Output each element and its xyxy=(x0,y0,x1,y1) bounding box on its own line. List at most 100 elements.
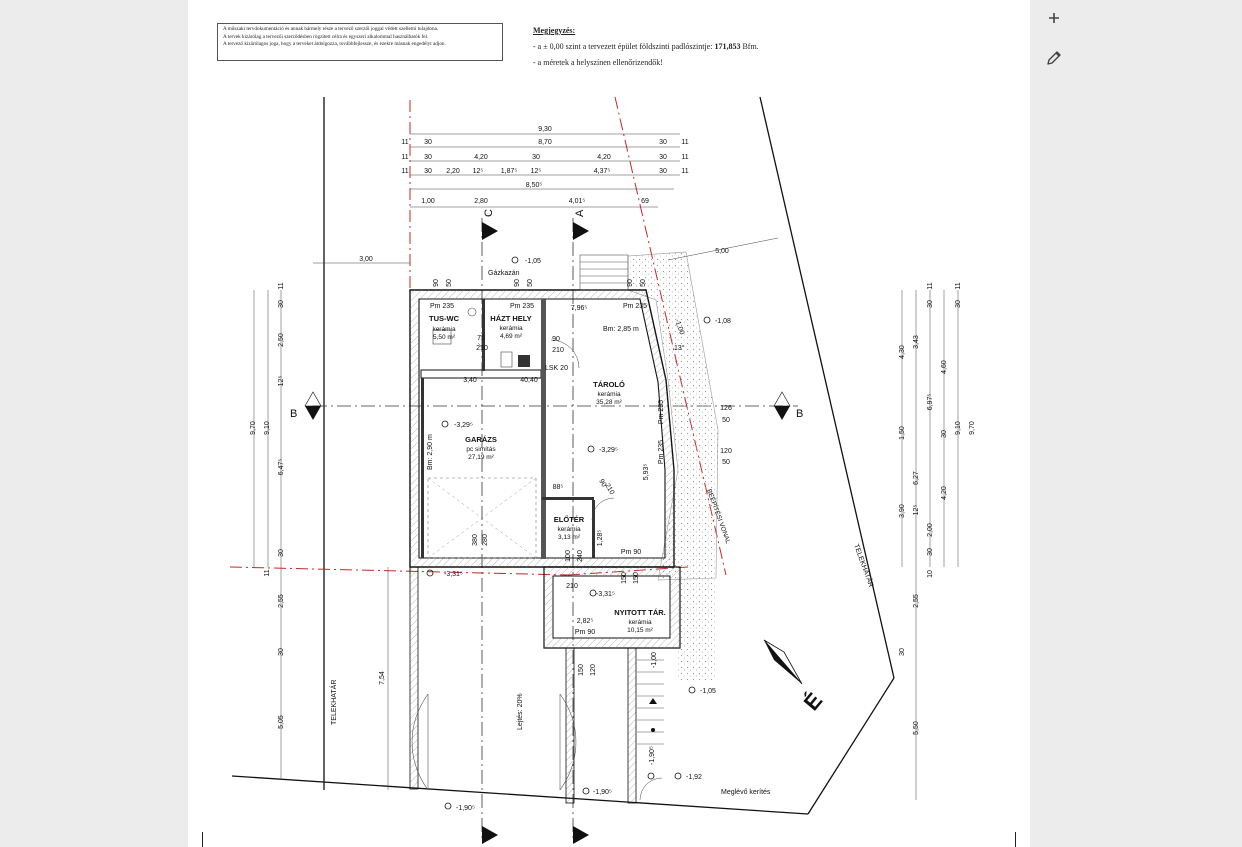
room-garazs-finish: pc simítás xyxy=(466,446,496,453)
dim: 11 xyxy=(955,282,962,289)
dim: 11 xyxy=(278,282,285,289)
room-hazt-hely-area: 4,69 m² xyxy=(500,333,523,340)
dim: 4,20 xyxy=(474,154,488,161)
section-marker-a xyxy=(573,222,589,240)
dim: 11 xyxy=(681,168,688,175)
dim: 5,05 xyxy=(278,715,285,729)
room-nyitott-tar-area: 10,15 m² xyxy=(627,627,653,634)
dim: 5,50 xyxy=(913,721,920,735)
dim-total-930: 9,30 xyxy=(538,126,552,133)
dim: 50 xyxy=(527,279,534,287)
dim: 150 xyxy=(578,664,585,676)
dim: 3,43 xyxy=(913,335,920,349)
dim: 380 xyxy=(472,534,479,546)
level-6: -3,31⁵ xyxy=(444,571,463,578)
dim: 30 xyxy=(927,300,934,308)
dim: 3,40 xyxy=(463,377,477,384)
dim: 30 xyxy=(659,139,667,146)
notes-line-2: - a méretek a helyszínen ellenőrizendők! xyxy=(533,58,663,67)
top-dimensions: 9,30 11 30 8,70 30 11 11 30 4,20 30 4,20… xyxy=(401,126,688,205)
level-4: -3,29⁵ xyxy=(454,422,473,429)
dim: 75 xyxy=(477,335,485,342)
dim: 210 xyxy=(603,482,615,496)
level-5: -3,29⁵ xyxy=(599,447,618,454)
dim: 90 xyxy=(433,279,440,287)
room-tus-wc-finish: kerámia xyxy=(432,326,456,333)
dim: 280 xyxy=(482,534,489,546)
svg-text:É: É xyxy=(799,688,828,715)
copyright-line-1: A műszaki tervdokumentáció és annak bárm… xyxy=(223,26,439,32)
level-13: -1,90⁵ xyxy=(456,805,475,812)
dim: 50 xyxy=(446,279,453,287)
room-eloter-finish: kerámia xyxy=(557,526,581,533)
dim: 12⁵ xyxy=(913,505,920,516)
dim: 1,50 xyxy=(899,426,906,440)
dim: 3,00 xyxy=(359,256,373,263)
right-dimensions: 4,30 3,43 6,97⁵ 4,60 1,50 6,27 30 9,10 9… xyxy=(899,282,976,735)
dim: 40,40 xyxy=(520,377,538,384)
dim: 9,70 xyxy=(250,421,257,435)
dim: 120 xyxy=(590,664,597,676)
room-tarolo-name: TÁROLÓ xyxy=(593,380,625,389)
dim: 2,80 xyxy=(474,198,488,205)
dim: 30 xyxy=(424,154,432,161)
dim: 88⁵ xyxy=(553,484,564,491)
level-2: -1,08 xyxy=(715,318,731,325)
dim: 4,30 xyxy=(899,345,906,359)
dim: Pm 235 xyxy=(658,440,665,464)
dim: 4,37⁵ xyxy=(594,168,611,175)
dim: 210 xyxy=(566,583,578,590)
dim: 5,00 xyxy=(715,248,729,255)
floor-plan: É TUS-WC kerámia 5,50 m² HÁZT HELY kerám… xyxy=(229,96,976,844)
left-dimensions: 11 30 2,50 12⁵ 6,47⁵ 9,10 9,70 30 11 2,5… xyxy=(250,282,386,729)
section-b-left-label: B xyxy=(290,408,297,420)
dim: 4,60 xyxy=(941,360,948,374)
label-gazkazan: Gázkazán xyxy=(488,270,520,277)
boundary-bottom xyxy=(231,775,809,815)
dim: 11 xyxy=(681,154,688,161)
page-edge-right xyxy=(1015,832,1016,847)
dim: 30 xyxy=(278,549,285,557)
room-garazs-name: GARÁZS xyxy=(465,435,497,444)
dim: 8,70 xyxy=(538,139,552,146)
drawing-sheet: É TUS-WC kerámia 5,50 m² HÁZT HELY kerám… xyxy=(188,0,1030,847)
section-marker-b-left xyxy=(304,391,322,420)
dim: 90 xyxy=(627,279,634,287)
copyright-line-3: A tervező kizárólagos joga, hogy a terve… xyxy=(223,41,446,48)
label-meglevo-kerites: Meglévő kerítés xyxy=(721,789,771,796)
dim: 150 xyxy=(633,572,640,584)
level-12: -1,90⁵ xyxy=(593,789,612,796)
dim: 11 xyxy=(401,154,408,161)
dim: 11 xyxy=(401,168,408,175)
room-tus-wc-name: TUS-WC xyxy=(429,314,460,323)
dim: 1,87⁵ xyxy=(501,168,518,175)
section-marker-a-bottom xyxy=(573,826,589,844)
dim: 126 xyxy=(720,405,732,412)
dim: 7,96⁵ xyxy=(571,305,588,312)
level-8: -1,00 xyxy=(651,652,658,668)
dim: 90 xyxy=(514,279,521,287)
copyright-notice: A műszaki tervdokumentáció és annak bárm… xyxy=(217,23,503,61)
dim: Pm 235 xyxy=(510,303,534,310)
edit-button[interactable] xyxy=(1044,48,1064,68)
dim: 50 xyxy=(640,279,647,287)
add-button[interactable] xyxy=(1044,8,1064,28)
dim: 30 xyxy=(659,168,667,175)
dim: 6,97⁵ xyxy=(927,394,934,411)
dim: 4,20 xyxy=(597,154,611,161)
notes-line-1-prefix: - a ± 0,00 szint a tervezett épület föld… xyxy=(533,42,715,51)
dim: 9,70 xyxy=(969,421,976,435)
copyright-line-2: A tervek kizárólag a tervezői szerződésb… xyxy=(223,33,429,40)
dim: 2,82⁵ xyxy=(577,618,594,625)
label-bm-tarolo: Bm: 2,85 m xyxy=(603,326,639,333)
room-tarolo-area: 35,28 m² xyxy=(596,399,622,406)
building-lower xyxy=(409,566,681,804)
room-nyitott-tar-finish: kerámia xyxy=(628,619,652,626)
dim: 210 xyxy=(476,345,488,352)
dim: 6,27 xyxy=(913,471,920,485)
dim: 30 xyxy=(941,430,948,438)
page-edge-left xyxy=(202,832,203,847)
dim: Pm 235 xyxy=(623,303,647,310)
room-labels: TUS-WC kerámia 5,50 m² HÁZT HELY kerámia… xyxy=(429,314,666,634)
level-labels: -1,05 -1,08 -1,00 -3,29⁵ -3,29⁵ -3,31⁵ -… xyxy=(444,258,731,812)
